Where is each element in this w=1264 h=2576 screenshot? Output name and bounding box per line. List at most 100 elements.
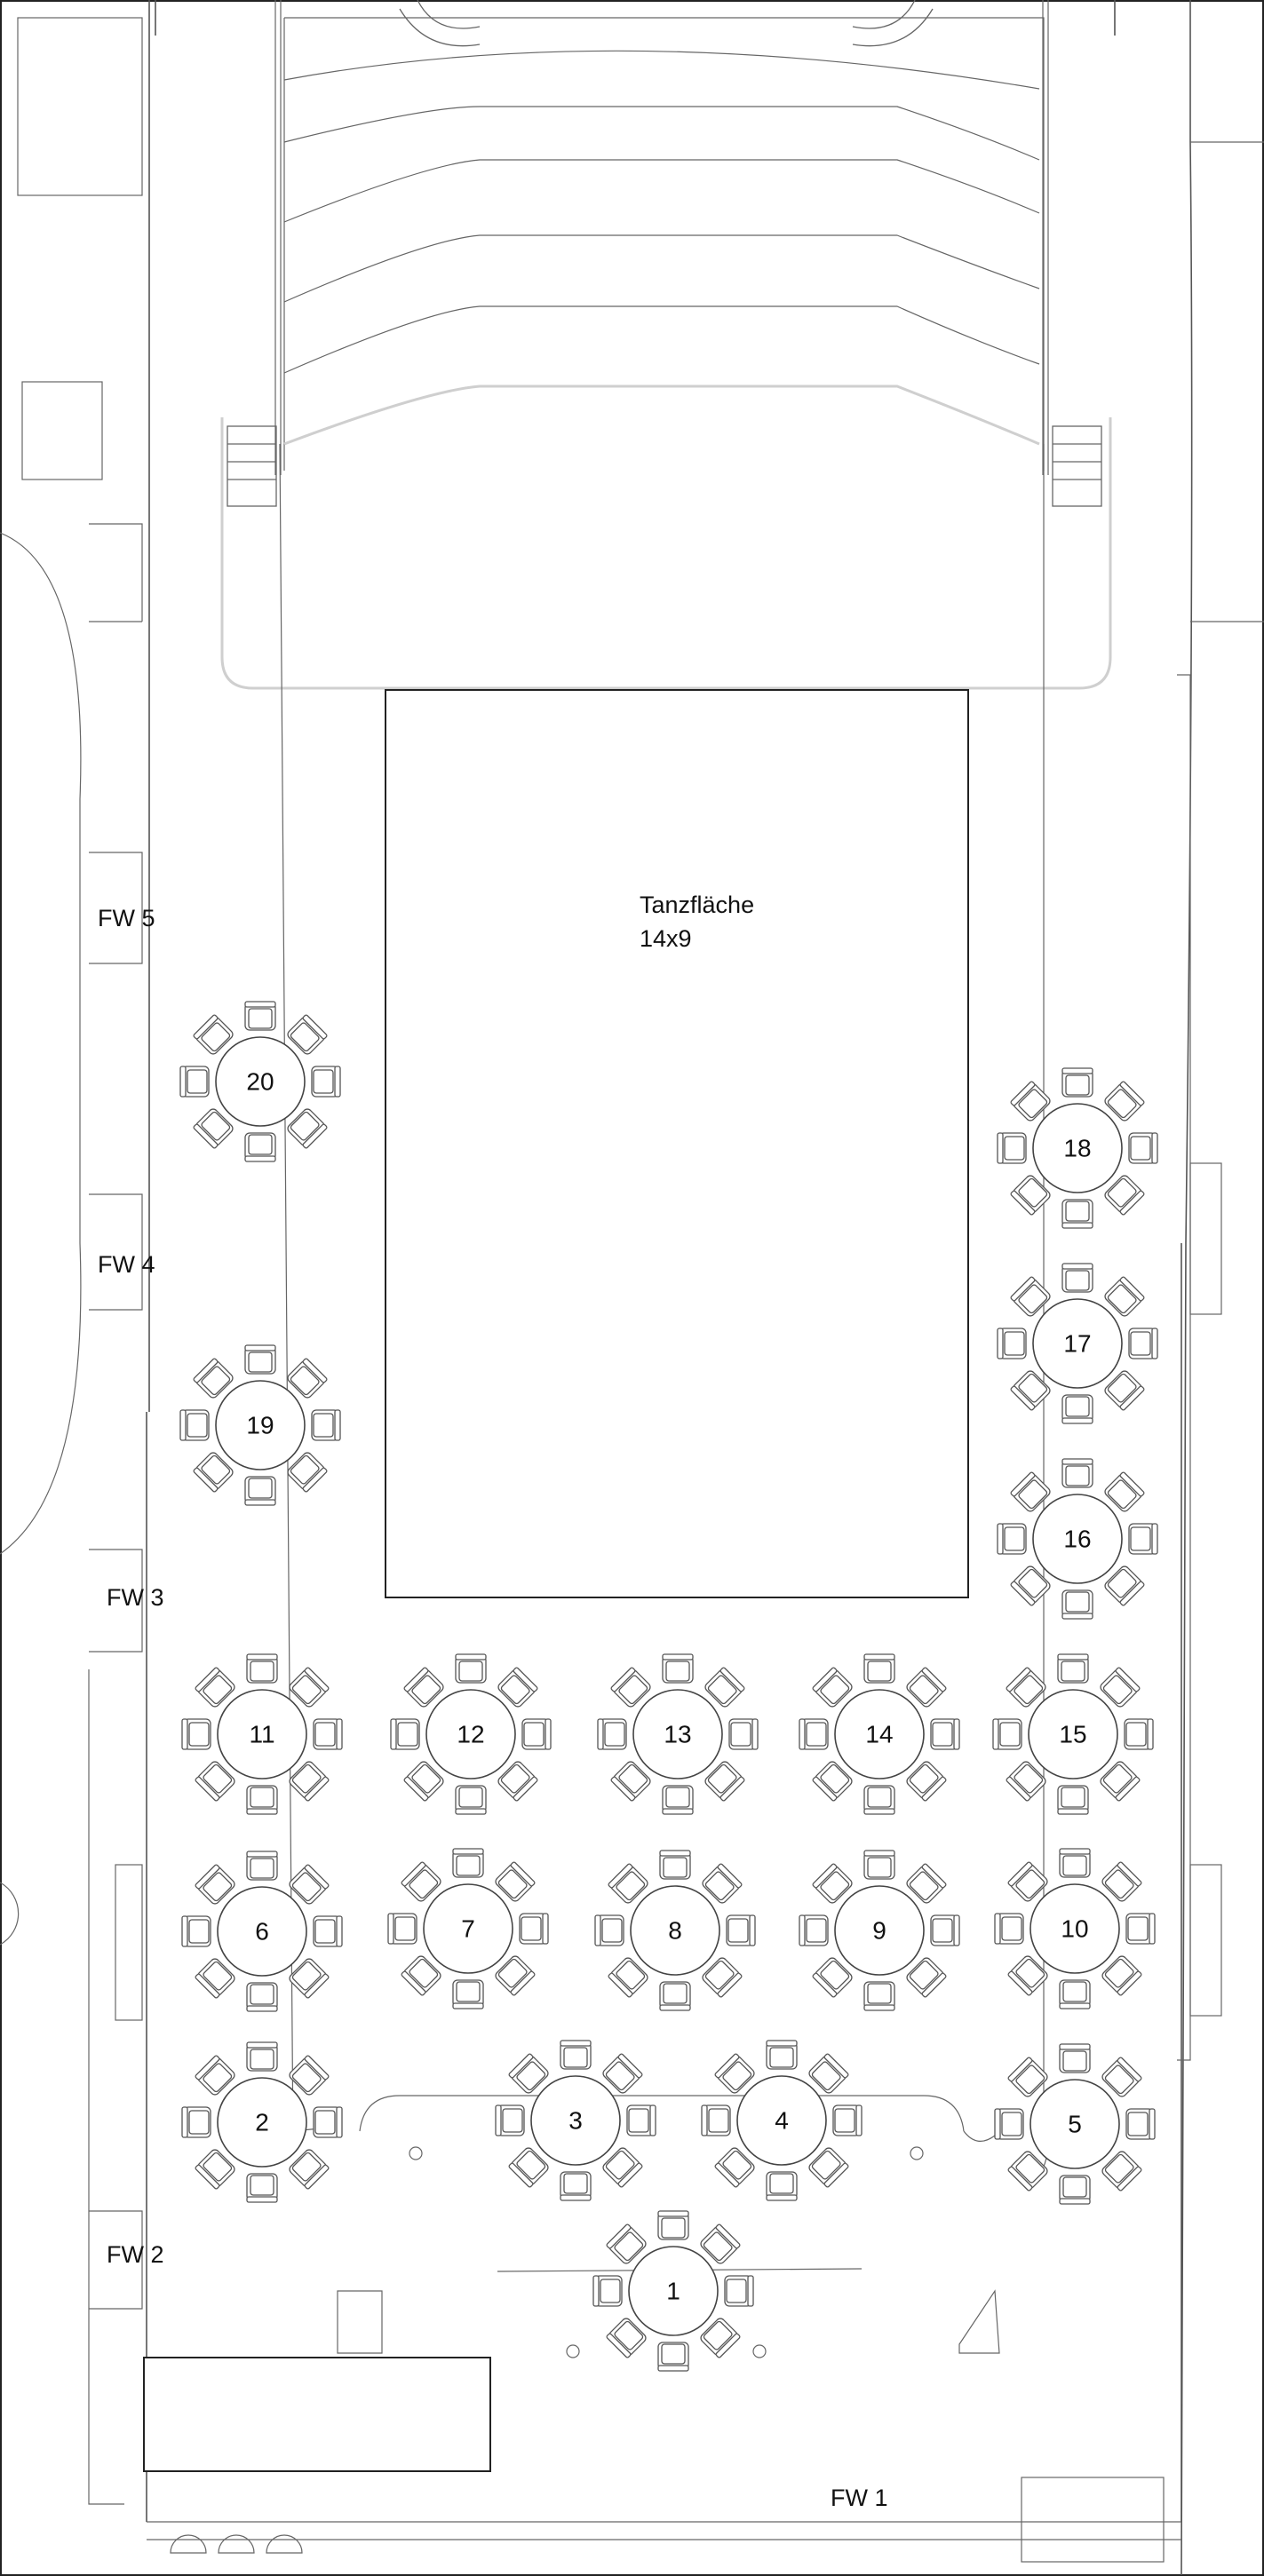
table-18[interactable]: 18: [997, 1067, 1158, 1229]
chair: [766, 2171, 798, 2201]
chair: [662, 1785, 694, 1815]
chair: [1007, 1955, 1048, 1996]
chair: [1125, 2108, 1156, 2140]
chair: [508, 2053, 549, 2094]
table-9[interactable]: 9: [799, 1850, 960, 2011]
chair: [195, 2055, 235, 2096]
chair: [181, 2106, 211, 2138]
chair: [455, 1785, 487, 1815]
chair: [1059, 2043, 1091, 2073]
table-number: 1: [666, 2278, 680, 2305]
table-number: 11: [249, 1721, 274, 1748]
left-rooms: [17, 17, 143, 2310]
table-6[interactable]: 6: [181, 1851, 343, 2012]
chair: [714, 2053, 755, 2094]
chair: [495, 1861, 536, 1902]
table-8[interactable]: 8: [594, 1850, 756, 2011]
chair: [702, 1863, 743, 1904]
chair: [1061, 1589, 1093, 1620]
chair: [863, 1850, 895, 1880]
chair: [1010, 1471, 1051, 1512]
table-20[interactable]: 20: [179, 1001, 341, 1162]
chair: [289, 1958, 330, 1999]
chair: [387, 1913, 417, 1945]
table-top: [217, 2077, 307, 2168]
chair: [193, 1452, 234, 1493]
chair: [704, 1667, 745, 1708]
chair: [181, 1718, 211, 1750]
chair: [1101, 1861, 1142, 1902]
chair: [401, 1861, 441, 1902]
chair: [997, 1328, 1027, 1359]
table-10[interactable]: 10: [994, 1848, 1156, 2009]
chair: [287, 1452, 328, 1493]
chair: [497, 1761, 538, 1802]
chair: [1057, 1785, 1089, 1815]
table-number: 7: [461, 1915, 475, 1943]
table-number: 19: [246, 1412, 274, 1439]
chair: [657, 2210, 689, 2240]
chair: [289, 2055, 330, 2096]
table-15[interactable]: 15: [992, 1653, 1154, 1815]
chair: [700, 2223, 741, 2264]
chair: [1101, 2057, 1142, 2097]
chair: [287, 1108, 328, 1149]
chair: [1104, 1565, 1145, 1606]
chair: [1010, 1175, 1051, 1216]
table-2[interactable]: 2: [181, 2041, 343, 2203]
chair: [195, 1667, 235, 1708]
chair: [1128, 1132, 1158, 1164]
chair: [1104, 1370, 1145, 1411]
table-13[interactable]: 13: [597, 1653, 759, 1815]
table-top: [1032, 1494, 1123, 1584]
chair: [1104, 1276, 1145, 1317]
table-5[interactable]: 5: [994, 2043, 1156, 2205]
chair: [1104, 1081, 1145, 1122]
chair: [1059, 1979, 1091, 2009]
chair: [724, 2275, 754, 2307]
table-17[interactable]: 17: [997, 1263, 1158, 1424]
chair: [659, 1850, 691, 1880]
chair: [313, 2106, 343, 2138]
table-1[interactable]: 1: [592, 2210, 754, 2372]
chair: [195, 1761, 235, 1802]
chair: [799, 1718, 829, 1750]
chair: [289, 1864, 330, 1905]
chair: [812, 1863, 853, 1904]
exit-fw-5: FW 5: [98, 905, 155, 931]
chair: [997, 1132, 1027, 1164]
chair: [1104, 1471, 1145, 1512]
table-12[interactable]: 12: [390, 1653, 552, 1815]
table-16[interactable]: 16: [997, 1458, 1158, 1620]
chair: [1061, 1263, 1093, 1293]
table-11[interactable]: 11: [181, 1653, 343, 1815]
table-3[interactable]: 3: [495, 2040, 656, 2201]
table-number: 12: [457, 1721, 484, 1748]
chair: [246, 1982, 278, 2012]
table-number: 2: [255, 2109, 269, 2136]
chair: [808, 2147, 849, 2188]
chair: [602, 2053, 643, 2094]
chair: [521, 1718, 552, 1750]
chair: [193, 1358, 234, 1399]
table-19[interactable]: 19: [179, 1344, 341, 1506]
chair: [1057, 1653, 1089, 1684]
chair: [610, 1761, 651, 1802]
table-top: [423, 1883, 513, 1974]
table-4[interactable]: 4: [701, 2040, 863, 2201]
chair: [1128, 1328, 1158, 1359]
stairs: [227, 0, 1102, 507]
chair: [714, 2147, 755, 2188]
chair: [1061, 1067, 1093, 1098]
chair: [662, 1653, 694, 1684]
table-number: 5: [1068, 2111, 1082, 2138]
chair: [1101, 2151, 1142, 2192]
chair: [701, 2104, 731, 2136]
table-number: 9: [872, 1917, 886, 1945]
table-7[interactable]: 7: [387, 1848, 549, 2009]
table-14[interactable]: 14: [799, 1653, 960, 1815]
chair: [193, 1108, 234, 1149]
chair: [244, 1132, 276, 1162]
chair: [766, 2040, 798, 2070]
